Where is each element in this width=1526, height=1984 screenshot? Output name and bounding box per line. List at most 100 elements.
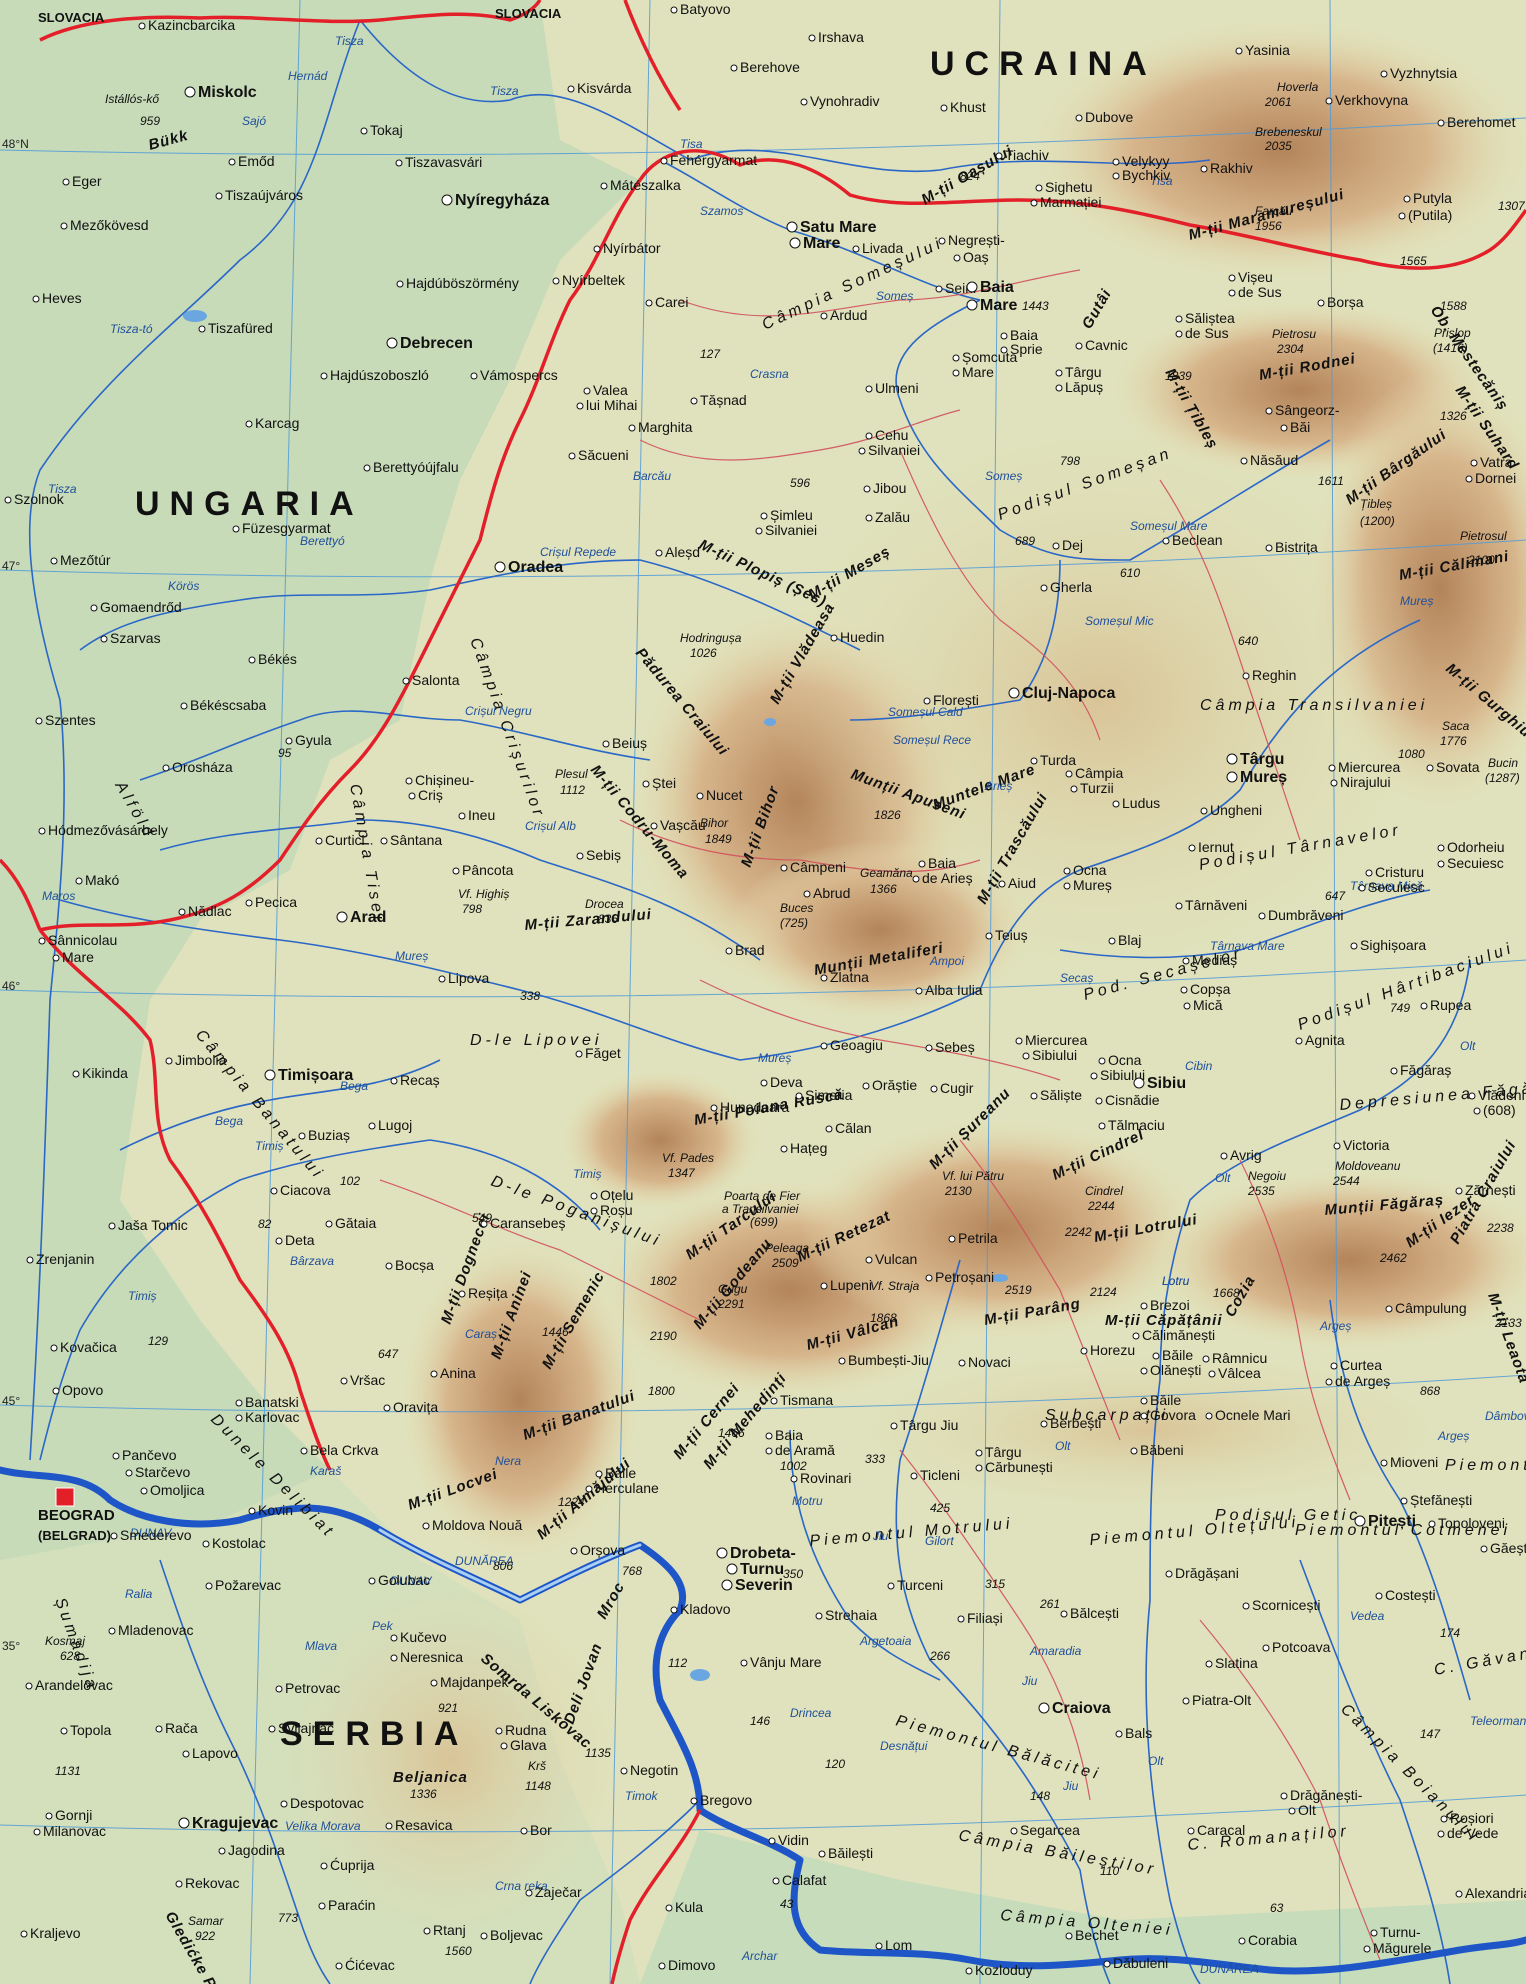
town-dot xyxy=(368,1122,376,1130)
town-dot xyxy=(228,158,236,166)
river-label: Nera xyxy=(495,1454,521,1468)
town-label: Sighetu xyxy=(1045,179,1092,195)
town-label: Dumbrăveni xyxy=(1268,907,1343,923)
town-dot xyxy=(660,157,668,165)
town-dot xyxy=(335,1962,343,1970)
peak-label: 2238 xyxy=(1486,1221,1514,1235)
town-dot xyxy=(1440,1815,1448,1823)
town-label: Neresnica xyxy=(400,1649,463,1665)
capital-marker[interactable]: BEOGRAD (BELGRAD) xyxy=(38,1487,115,1543)
river-tarnava xyxy=(1059,889,1431,959)
town-dot xyxy=(1350,942,1358,950)
river-label: Argeș xyxy=(1437,1429,1469,1443)
town-dot xyxy=(315,837,323,845)
river-label: Bega xyxy=(215,1114,243,1128)
town-label: Beclean xyxy=(1172,532,1223,548)
latitude-label: 35° xyxy=(2,1639,20,1653)
town-label: Govora xyxy=(1150,1407,1196,1423)
city-dot xyxy=(786,221,798,233)
country-label: SERBIA xyxy=(280,1715,468,1753)
river-cris-alb xyxy=(159,819,761,961)
town-label: Bela Crkva xyxy=(310,1442,379,1458)
town-label: Rača xyxy=(165,1720,198,1736)
town-dot xyxy=(620,1767,628,1775)
town-label: Râmnicu xyxy=(1212,1350,1267,1366)
peak-label: 2100 xyxy=(1467,553,1495,567)
peak-label: 1026 xyxy=(690,646,717,660)
town-dot xyxy=(1115,1730,1123,1738)
town-label: Vulcan xyxy=(875,1251,917,1267)
town-label: Valea xyxy=(593,382,628,398)
city-label: Craiova xyxy=(1052,1700,1111,1717)
river-label: Someș xyxy=(985,469,1022,483)
mtn-parang xyxy=(800,1120,1200,1340)
town-dot xyxy=(383,1404,391,1412)
town-label: Tiszafüred xyxy=(208,320,273,336)
town-label: Kladovo xyxy=(680,1601,731,1617)
town-dot xyxy=(245,420,253,428)
town-dot xyxy=(1473,1107,1481,1115)
peak-label: 102 xyxy=(340,1174,360,1188)
town-label: Petrovac xyxy=(285,1680,340,1696)
town-label: Baia xyxy=(775,1427,803,1443)
town-dot xyxy=(1060,1610,1068,1618)
town-label: Lăpuș xyxy=(1065,379,1103,395)
town-dot xyxy=(500,1742,508,1750)
town-label: Alexandria xyxy=(1465,1885,1526,1901)
river-jiu xyxy=(895,1259,1111,1984)
town-dot xyxy=(340,1377,348,1385)
latitude-label: 46° xyxy=(2,979,20,993)
town-label: Kučevo xyxy=(400,1629,447,1645)
town-label: Karcag xyxy=(255,415,299,431)
town-label: Tiszaújváros xyxy=(225,187,303,203)
town-dot xyxy=(1380,70,1388,78)
town-dot xyxy=(1080,1347,1088,1355)
plain-label: D-le Lipovei xyxy=(470,1032,602,1049)
peak-label: 2190 xyxy=(649,1329,677,1343)
town-dot xyxy=(1055,369,1063,377)
river-label: Lotru xyxy=(1162,1274,1190,1288)
city-dot xyxy=(1226,771,1238,783)
town-label: Făget xyxy=(585,1045,621,1061)
peak-label: Țibleș xyxy=(1360,497,1392,511)
town-dot xyxy=(90,604,98,612)
city-dot xyxy=(966,281,978,293)
town-dot xyxy=(710,1104,718,1112)
town-dot xyxy=(925,1044,933,1052)
town-dot xyxy=(1112,158,1120,166)
peak-label: 2130 xyxy=(944,1184,972,1198)
town-dot xyxy=(20,1930,28,1938)
town-label: Cărbunești xyxy=(985,1459,1053,1475)
river-label: Dâmbovița xyxy=(1485,1409,1526,1423)
town-label: Kovin xyxy=(258,1502,293,1518)
peak-label: 110 xyxy=(1100,1864,1119,1878)
peak-label: Plesul xyxy=(555,767,588,781)
town-dot xyxy=(480,1932,488,1940)
town-dot xyxy=(1437,119,1445,127)
town-dot xyxy=(1075,114,1083,122)
town-dot xyxy=(75,877,83,885)
peak-label: Drocea xyxy=(585,897,624,911)
town-label: Vânju Mare xyxy=(750,1654,822,1670)
city-label: Mureș xyxy=(1240,769,1287,786)
town-dot xyxy=(1208,1370,1216,1378)
town-dot xyxy=(1180,986,1188,994)
town-label: Mare xyxy=(962,364,994,380)
town-dot xyxy=(52,1387,60,1395)
town-dot xyxy=(38,827,46,835)
town-dot xyxy=(875,1942,883,1950)
town-label: de Sus xyxy=(1185,325,1229,341)
town-label: Herculane xyxy=(595,1480,659,1496)
town-label: Abrud xyxy=(813,885,850,901)
river-label: Teleorman xyxy=(1470,1714,1526,1728)
town-dot xyxy=(650,822,658,830)
peak-label: 868 xyxy=(1420,1384,1440,1398)
peak-label: Peleaga xyxy=(765,1241,809,1255)
capital-alt-name: (BELGRAD) xyxy=(38,1528,111,1543)
river-label: Crișul Repede xyxy=(540,545,616,559)
mtn-banat xyxy=(400,1240,640,1560)
town-label: Smederevo xyxy=(120,1527,192,1543)
river-label: Târnava Mare xyxy=(1210,939,1285,953)
town-dot xyxy=(1098,1122,1106,1130)
town-dot xyxy=(570,1547,578,1555)
